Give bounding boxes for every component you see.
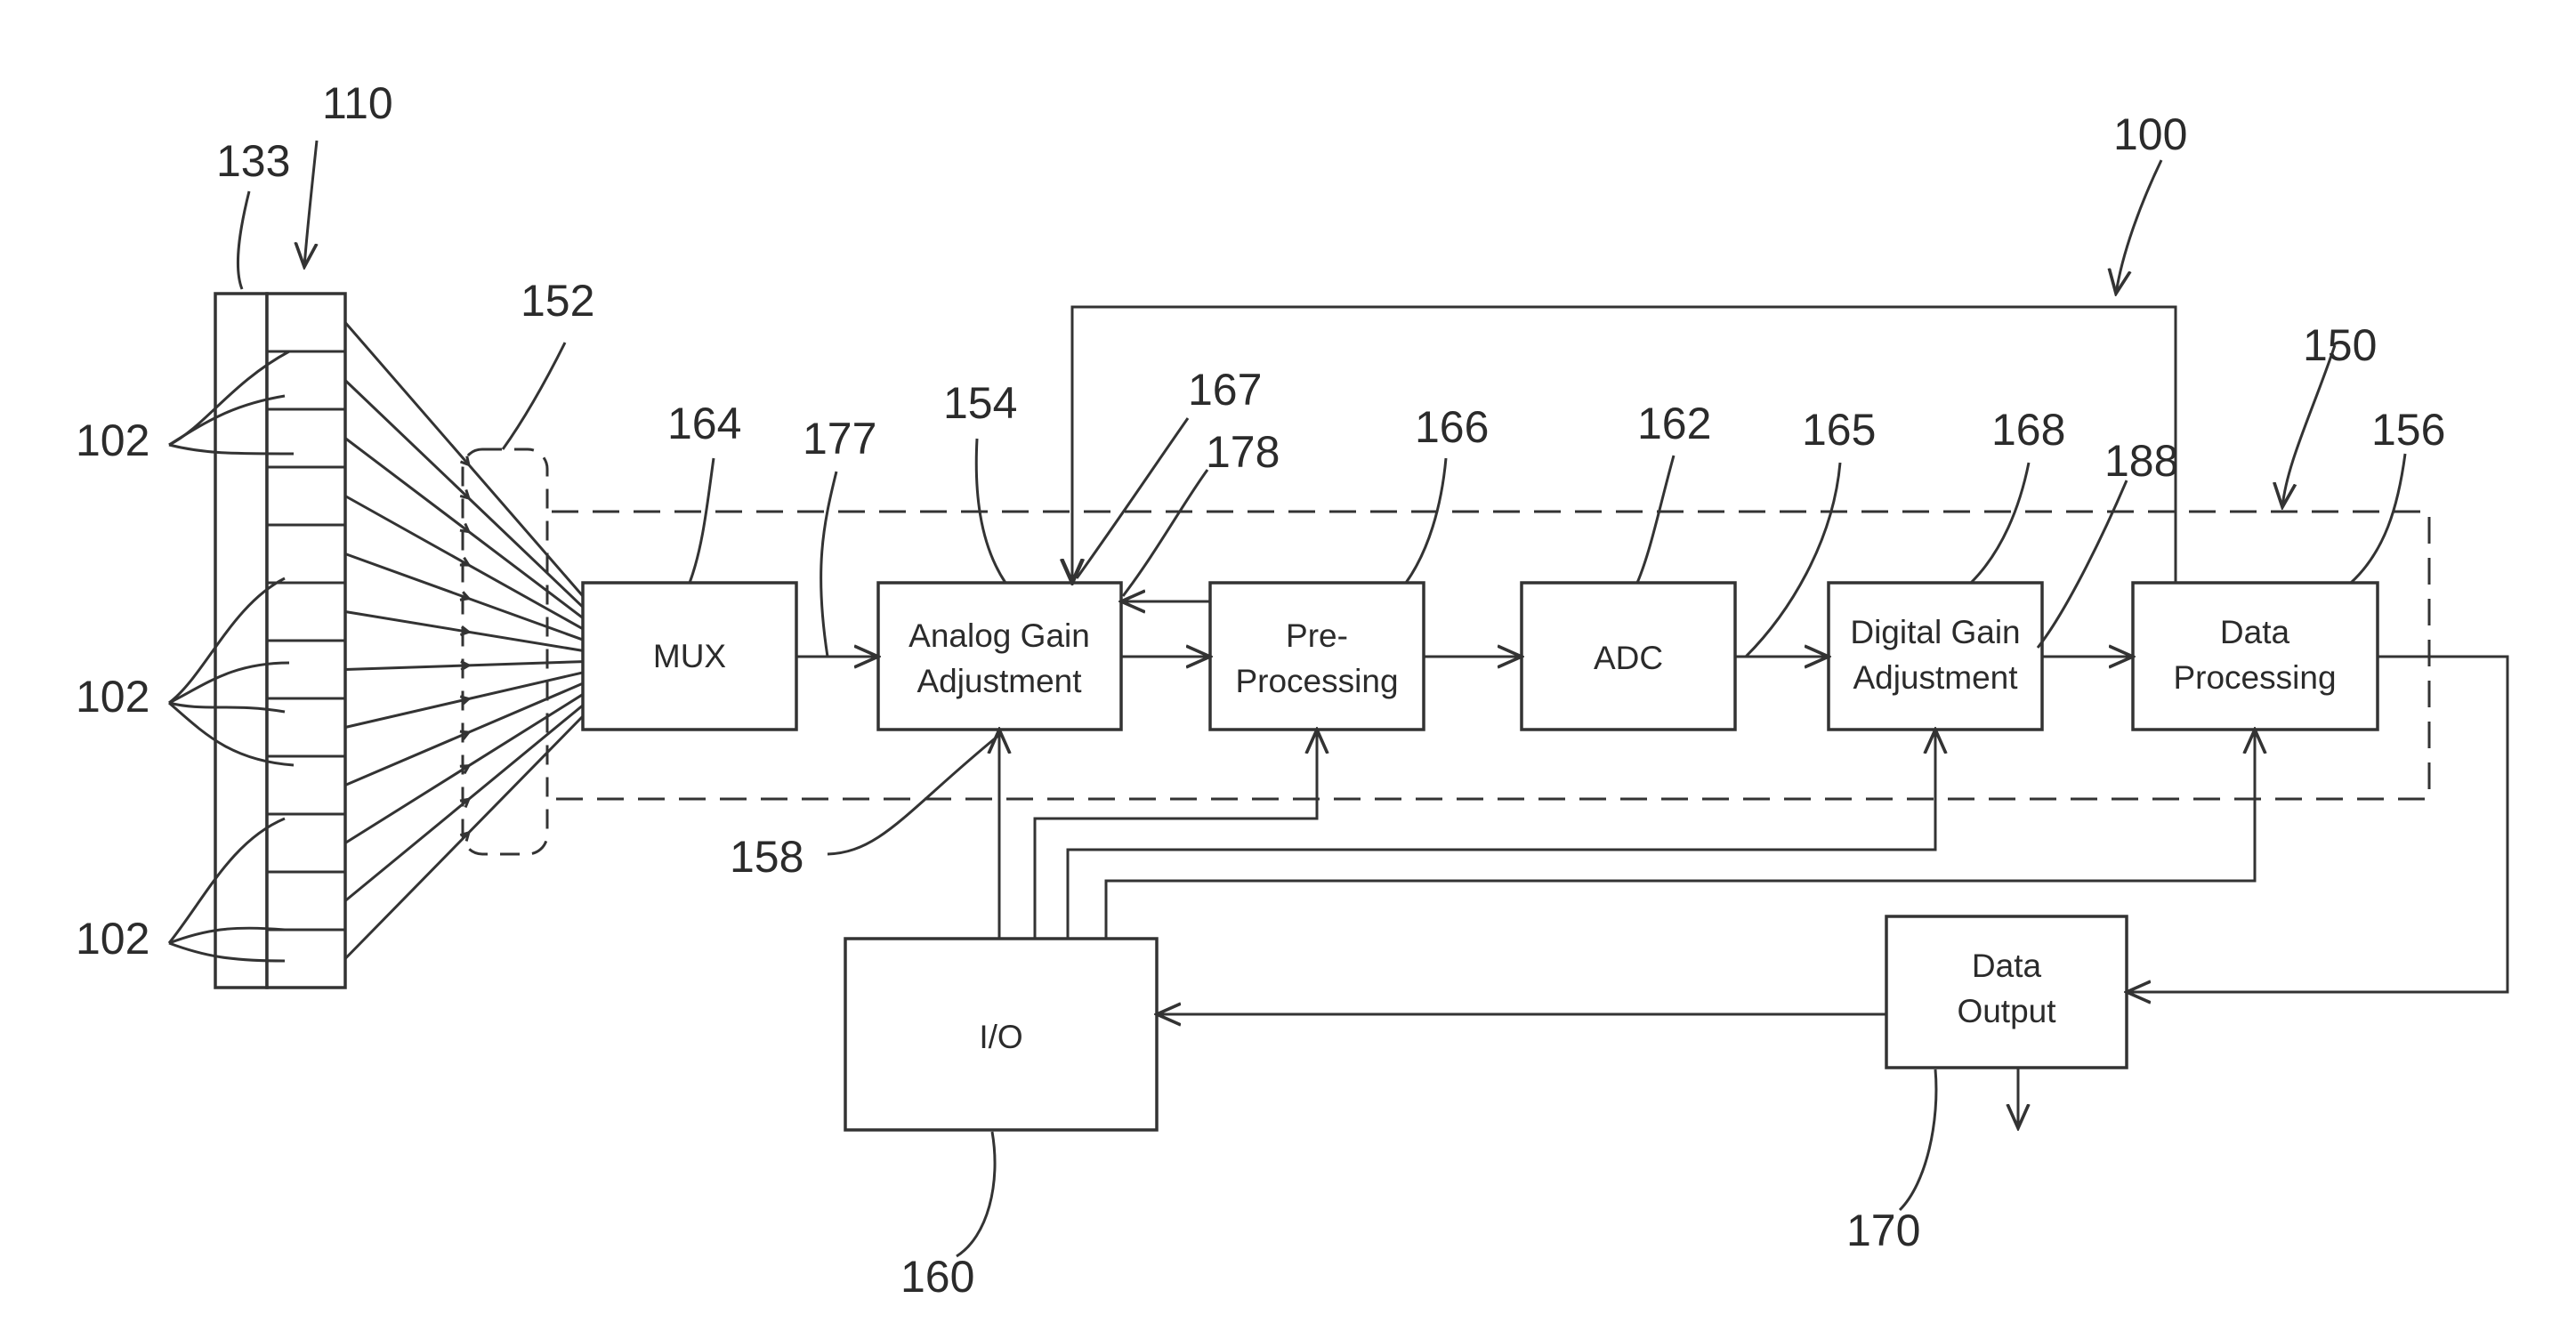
- ref-167: 167: [1188, 365, 1262, 415]
- mux-label: MUX: [653, 638, 726, 674]
- digital-gain-block: Digital Gain Adjustment: [1829, 583, 2042, 730]
- ref-102-top: 102: [76, 415, 149, 465]
- ref-154: 154: [943, 378, 1017, 428]
- ref-156: 156: [2371, 405, 2445, 455]
- ref-165: 165: [1802, 405, 1876, 455]
- pre-processing-label-2: Processing: [1235, 663, 1398, 699]
- digital-gain-label-2: Adjustment: [1853, 659, 2018, 696]
- ref-133: 133: [216, 136, 290, 186]
- pre-processing-block: Pre- Processing: [1210, 583, 1424, 730]
- ref-166: 166: [1415, 402, 1489, 452]
- ref-100: 100: [2113, 109, 2187, 159]
- adc-block: ADC: [1522, 583, 1735, 730]
- ref-177: 177: [803, 414, 876, 464]
- data-output-label-2: Output: [1957, 993, 2056, 1029]
- ref-150: 150: [2303, 320, 2377, 370]
- ref-168: 168: [1991, 405, 2065, 455]
- data-processing-label-1: Data: [2220, 614, 2290, 650]
- pre-processing-label-1: Pre-: [1286, 617, 1348, 654]
- mux-block: MUX: [583, 583, 796, 730]
- data-output-block: Data Output: [1886, 916, 2127, 1068]
- analog-gain-label-1: Analog Gain: [908, 617, 1090, 654]
- ref-102-bottom: 102: [76, 914, 149, 964]
- ref-102-middle: 102: [76, 672, 149, 722]
- ref-158: 158: [730, 832, 803, 882]
- analog-gain-block: Analog Gain Adjustment: [878, 583, 1121, 730]
- data-output-label-1: Data: [1972, 948, 2042, 984]
- ref-152: 152: [521, 276, 594, 326]
- adc-label: ADC: [1594, 640, 1663, 676]
- io-block: I/O: [845, 939, 1157, 1130]
- ref-160: 160: [900, 1252, 974, 1302]
- ref-188: 188: [2104, 436, 2178, 486]
- data-processing-block: Data Processing: [2133, 583, 2378, 730]
- ref-110: 110: [322, 78, 393, 128]
- ref-170: 170: [1846, 1206, 1920, 1255]
- digital-gain-label-1: Digital Gain: [1850, 614, 2020, 650]
- ref-162: 162: [1637, 399, 1711, 448]
- analog-gain-label-2: Adjustment: [917, 663, 1082, 699]
- data-processing-label-2: Processing: [2173, 659, 2336, 696]
- ref-178: 178: [1206, 427, 1280, 477]
- io-label: I/O: [979, 1019, 1022, 1055]
- ref-164: 164: [667, 399, 741, 448]
- substrate-strip: [215, 294, 267, 988]
